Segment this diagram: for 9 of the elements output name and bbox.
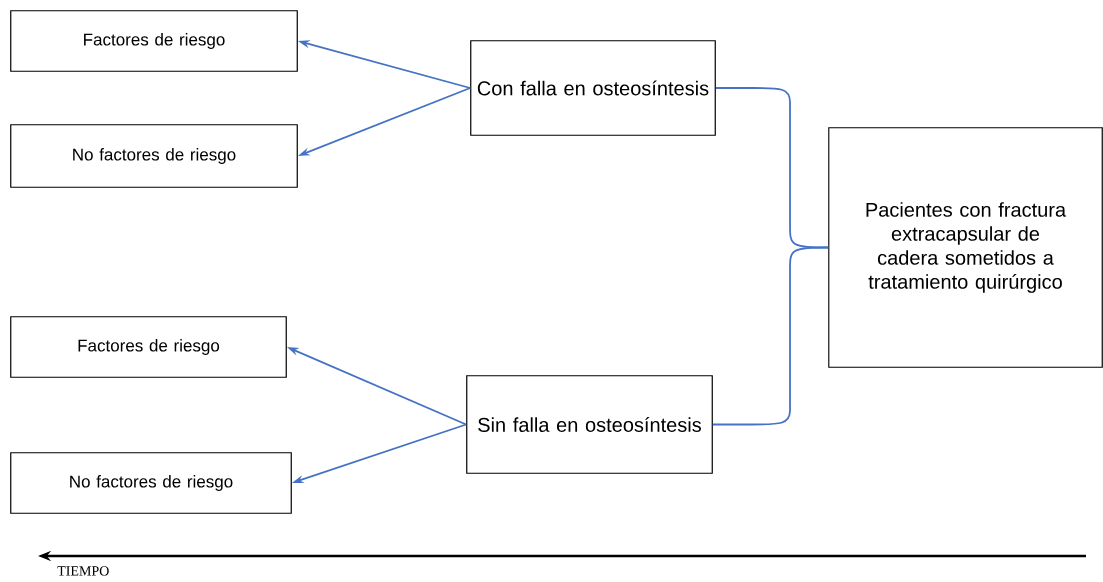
axis-label: TIEMPO [57,566,109,576]
text-box: No factores de riesgo [10,124,298,188]
text-box: Factores de riesgo [10,10,298,72]
text-box: Con falla en osteosíntesis [470,40,716,136]
text-box: No factores de riesgo [10,452,292,514]
text-box: Sin falla en osteosíntesis [466,375,713,474]
text-box: Pacientes con fractura extracapsular de cadera sometidos a tratamiento quirúrgico [828,127,1103,368]
brace [711,246,830,426]
text-box: Factores de riesgo [10,316,287,378]
